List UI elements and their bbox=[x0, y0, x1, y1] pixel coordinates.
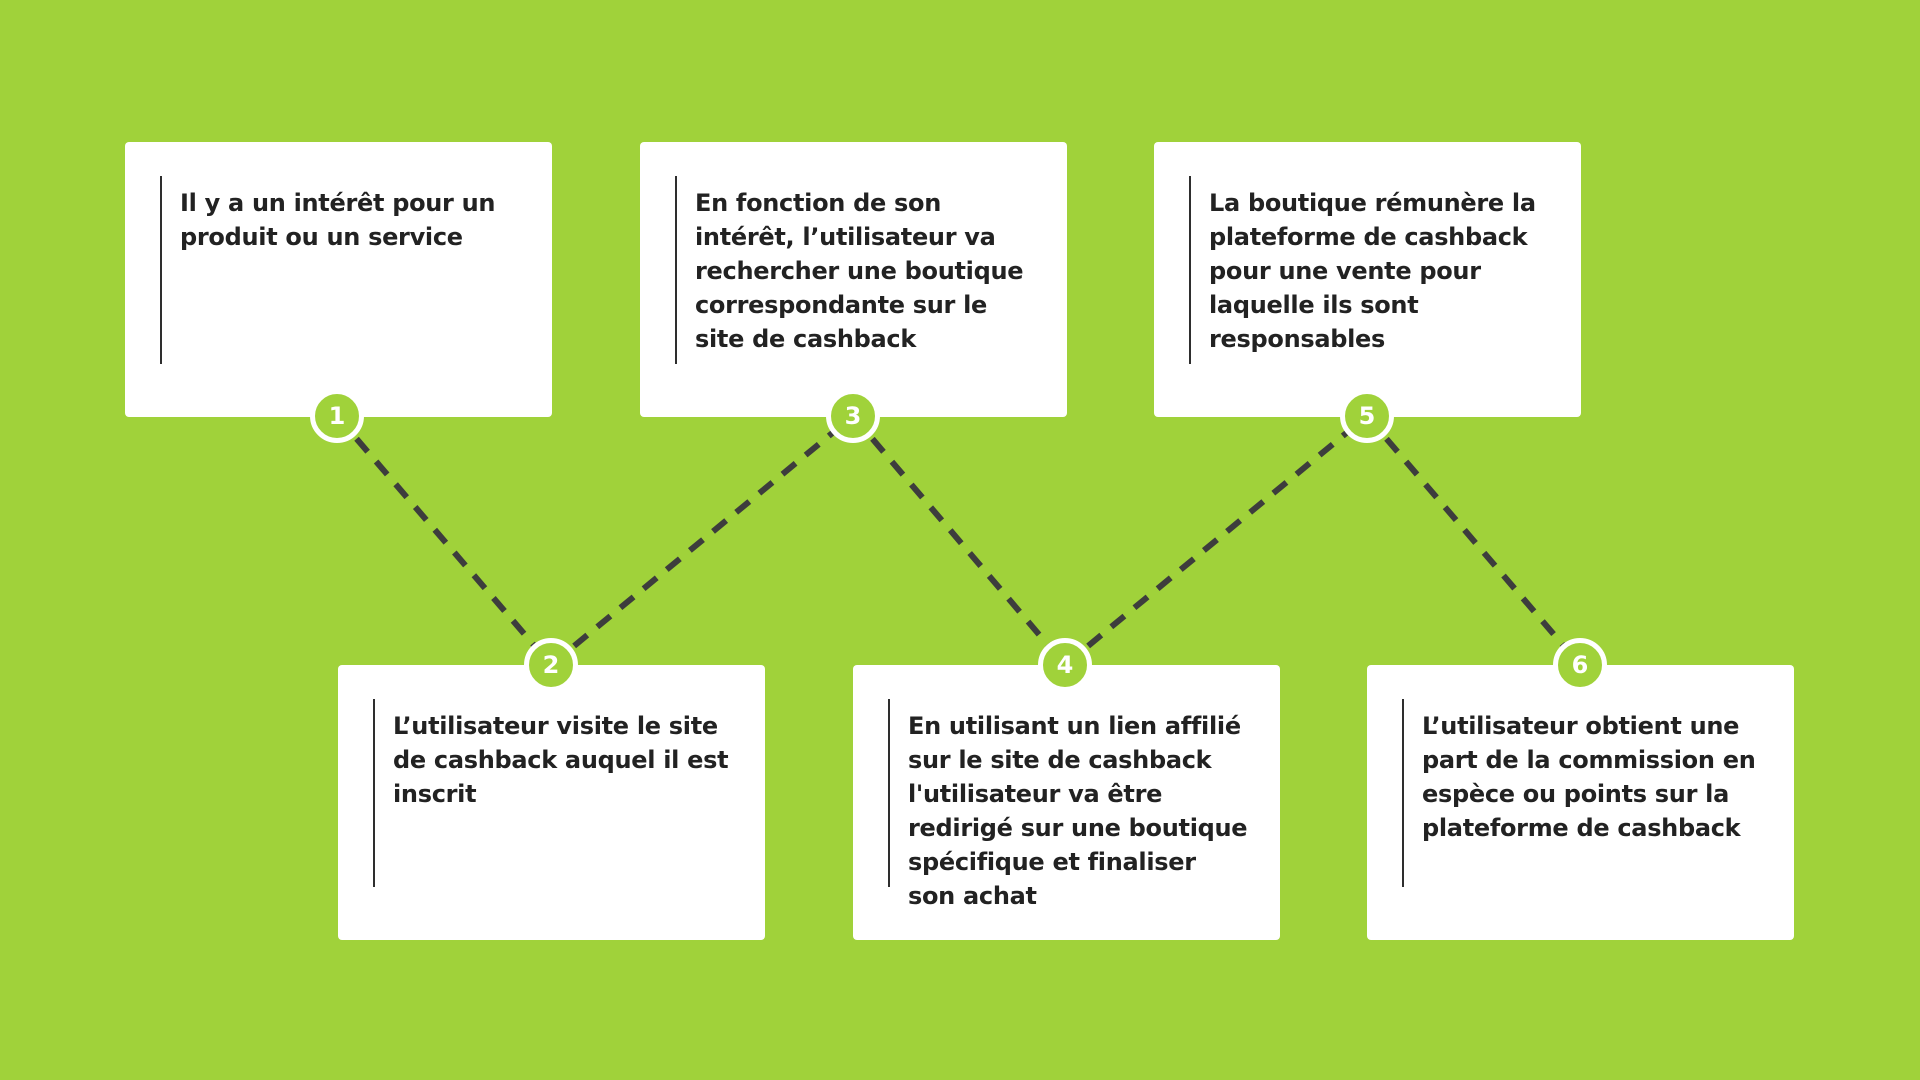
connector-1-2 bbox=[334, 414, 554, 667]
connector-5-6 bbox=[1364, 414, 1583, 667]
connector-2-3 bbox=[549, 413, 855, 668]
connector-3-4 bbox=[850, 414, 1068, 667]
step-card-4-accent-bar bbox=[888, 699, 890, 887]
step-card-5-text: La boutique rémunère la plateforme de ca… bbox=[1209, 189, 1536, 353]
step-card-1-text: Il y a un intérêt pour un produit ou un … bbox=[180, 189, 496, 251]
step-card-2: L’utilisateur visite le site de cashback… bbox=[338, 665, 765, 940]
step-badge-3: 3 bbox=[826, 389, 880, 443]
step-card-5-accent-bar bbox=[1189, 176, 1191, 364]
step-badge-4: 4 bbox=[1038, 638, 1092, 692]
step-card-6-accent-bar bbox=[1402, 699, 1404, 887]
step-card-3-text: En fonction de son intérêt, l’utilisateu… bbox=[695, 189, 1024, 353]
step-card-4: En utilisant un lien affilié sur le site… bbox=[853, 665, 1280, 940]
step-card-2-accent-bar bbox=[373, 699, 375, 887]
step-card-3-accent-bar bbox=[675, 176, 677, 364]
step-card-6: L’utilisateur obtient une part de la com… bbox=[1367, 665, 1794, 940]
step-card-3: En fonction de son intérêt, l’utilisateu… bbox=[640, 142, 1067, 417]
step-card-5: La boutique rémunère la plateforme de ca… bbox=[1154, 142, 1581, 417]
step-card-2-text: L’utilisateur visite le site de cashback… bbox=[393, 712, 729, 808]
connector-4-5 bbox=[1063, 413, 1369, 668]
step-card-1-accent-bar bbox=[160, 176, 162, 364]
step-badge-2: 2 bbox=[524, 638, 578, 692]
step-card-1: Il y a un intérêt pour un produit ou un … bbox=[125, 142, 552, 417]
step-badge-1: 1 bbox=[310, 389, 364, 443]
step-badge-6: 6 bbox=[1553, 638, 1607, 692]
step-card-6-text: L’utilisateur obtient une part de la com… bbox=[1422, 712, 1756, 842]
step-badge-5: 5 bbox=[1340, 389, 1394, 443]
step-card-4-text: En utilisant un lien affilié sur le site… bbox=[908, 712, 1248, 910]
